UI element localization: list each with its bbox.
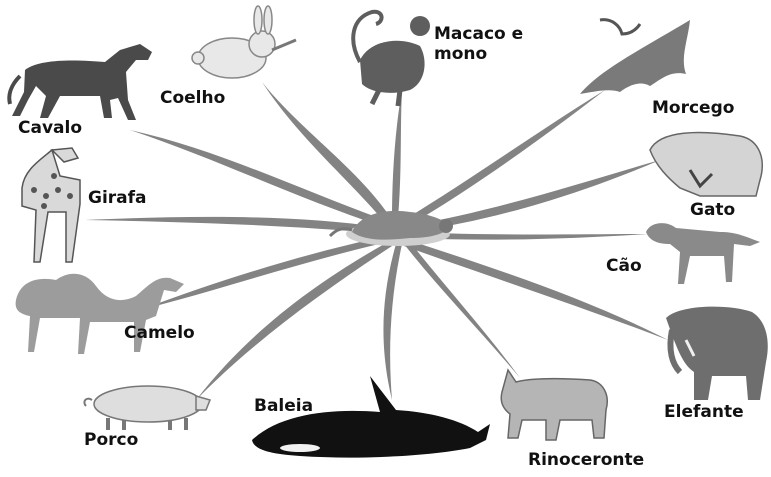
label-gato: Gato: [690, 200, 735, 220]
whale-icon: [252, 376, 490, 458]
label-coelho: Coelho: [160, 88, 225, 108]
label-cavalo: Cavalo: [18, 118, 82, 138]
pig-icon: [84, 386, 210, 430]
label-porco: Porco: [84, 430, 138, 450]
bat-icon: [580, 20, 690, 94]
rhino-icon: [501, 370, 607, 440]
label-cao: Cão: [606, 256, 642, 276]
monkey-icon: [353, 12, 430, 106]
label-morcego: Morcego: [652, 98, 734, 118]
dog-icon: [646, 223, 760, 284]
branch-macaco: [392, 90, 402, 220]
label-baleia: Baleia: [254, 396, 313, 416]
elephant-icon: [666, 307, 768, 400]
central-mammal-ancestor: [330, 211, 453, 246]
label-macaco: Macaco e mono: [434, 24, 524, 64]
label-elefante: Elefante: [664, 402, 744, 422]
cat-icon: [650, 133, 762, 196]
label-girafa: Girafa: [88, 188, 147, 208]
horse-icon: [9, 44, 152, 120]
label-camelo: Camelo: [124, 323, 195, 343]
branch-baleia: [383, 244, 402, 400]
giraffe-icon: [22, 148, 80, 262]
branch-girafa: [85, 217, 386, 234]
label-rinoceronte: Rinoceronte: [528, 450, 644, 470]
rabbit-icon: [192, 6, 296, 78]
